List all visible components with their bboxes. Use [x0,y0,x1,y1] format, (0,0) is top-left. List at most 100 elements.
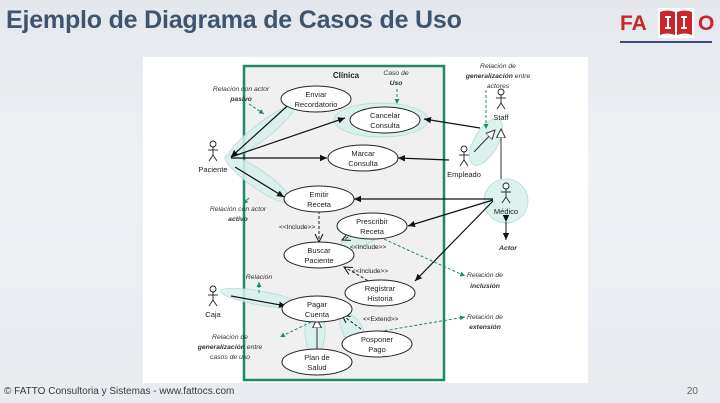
actor-label: Empleado [447,170,481,179]
pointer-pasivo [248,103,265,115]
annotation-pasivo-line1: Relación con actor [213,86,270,93]
use-case-ellipse [341,330,413,358]
gen-empleado-staff [473,130,495,153]
annotation-gen-casos-line1: Relación de [212,334,248,341]
actor-label: Paciente [198,165,227,174]
stick-figure-icon [501,182,511,204]
logo-book-icon [658,8,694,38]
stick-figure-icon [208,285,218,307]
annotation-gen-actores-line3: actores [487,83,510,90]
extend-posponer-pagar [342,315,362,330]
annotation-relacion: Relación [246,274,273,281]
use-case-label: Receta [360,227,385,236]
use-case-ellipse [349,106,421,134]
use-cases: EnviarRecordatorioCancelarConsultaMarcar… [280,85,421,376]
generalization-lines [317,129,501,353]
use-case-ellipse [327,144,399,172]
annotation-extension-line1: Relación de [467,314,503,321]
actor-label: Médico [494,207,518,216]
stereotype-include-emitir: <<Include>> [279,224,315,231]
use-case-ellipse [344,279,416,307]
use-case-label: Emitir [309,190,329,199]
stick-figure-icon [496,88,506,110]
use-case-label: Registrar [365,284,396,293]
actor-caja: Caja [205,285,222,319]
annotation-caso-uso-line2: Uso [390,80,403,87]
use-case-ellipse [283,185,355,213]
use-case-label: Consulta [348,159,378,168]
actor-empleado: Empleado [447,145,481,179]
assoc-empleado-marcar [397,155,450,162]
actor-label: Caja [205,310,221,319]
stereotype-include-prescribir: <<Include>> [350,244,386,251]
use-case-label: Cuenta [305,310,330,319]
assoc-enviar-paciente [230,98,296,158]
stereotype-include-registrar: <<Include>> [352,268,388,275]
fatto-logo: FA O [620,8,715,46]
use-case-label: Plan de [304,353,329,362]
annotation-gen-casos-rest: entre [245,344,263,351]
use-case-label: Pagar [307,300,328,309]
association-lines [230,98,494,308]
use-case-label: Salud [307,363,326,372]
use-case-ellipse [336,212,408,240]
annotation-inclusion-line1: Relación de [467,272,503,279]
annotation-gen-actores-bold: generalización [465,73,513,80]
use-case-label: Prescribir [356,217,388,226]
diagram-panel: Clínica [143,57,588,383]
annotation-extension-line2: extensión [469,324,501,331]
pointer-gen-casos [279,321,312,338]
stick-figure-icon [459,145,469,167]
annotation-gen-actores-line1: Relación de [480,63,516,70]
stereotype-extend: <<Extend>> [363,316,399,323]
use-case-label: Historia [367,294,393,303]
annotation-actor: Actor [498,245,517,252]
use-case-label: Recordatorio [295,100,338,109]
use-case-label: Posponer [361,335,394,344]
use-case-label: Pago [368,345,386,354]
slide-title: Ejemplo de Diagrama de Casos de Uso [6,6,462,34]
annotation-gen-casos-bold: generalización [197,344,245,351]
use-case-diagram: Clínica [197,63,531,382]
use-case-ellipse [280,85,352,113]
annotation-gen-casos-line2: generalización entre [197,344,263,351]
annotation-gen-actores-rest: entre [513,73,531,80]
assoc-paciente-emitir [234,166,285,198]
annotation-gen-actores-line2: generalización entre [465,73,531,80]
pointer-activo [242,197,250,205]
pointer-inclusion [374,234,466,277]
use-case-label: Buscar [307,246,331,255]
use-case-label: Paciente [304,256,333,265]
stick-figure-icon [208,140,218,162]
use-case-label: Enviar [305,90,327,99]
actor-label: Staff [493,113,509,122]
annotation-gen-casos-line3: casos de uso [210,354,250,361]
assoc-medico-registrar [414,200,494,282]
annotation-inclusion-line2: inclusión [470,283,500,290]
logo-text-right: O [698,12,715,35]
logo-text-left: FA [620,12,647,35]
assoc-caja-pagar [230,295,287,308]
system-label: Clínica [333,71,360,80]
actor-staff: Staff [493,88,510,122]
annotation-activo-line2: activo [228,216,248,223]
use-case-label: Receta [307,200,332,209]
assoc-staff-cancelar [423,116,481,129]
assoc-paciente-cancelar [230,117,346,158]
use-case-label: Consulta [370,121,400,130]
actor-paciente: Paciente [198,140,228,174]
actor-medico: Médico [494,182,518,216]
footer-copyright: © FATTO Consultoria y Sistemas - www.fat… [4,386,235,397]
annotation-activo-line1: Relación con actor [210,206,267,213]
logo-underline [620,41,712,43]
page-number: 20 [686,386,698,397]
